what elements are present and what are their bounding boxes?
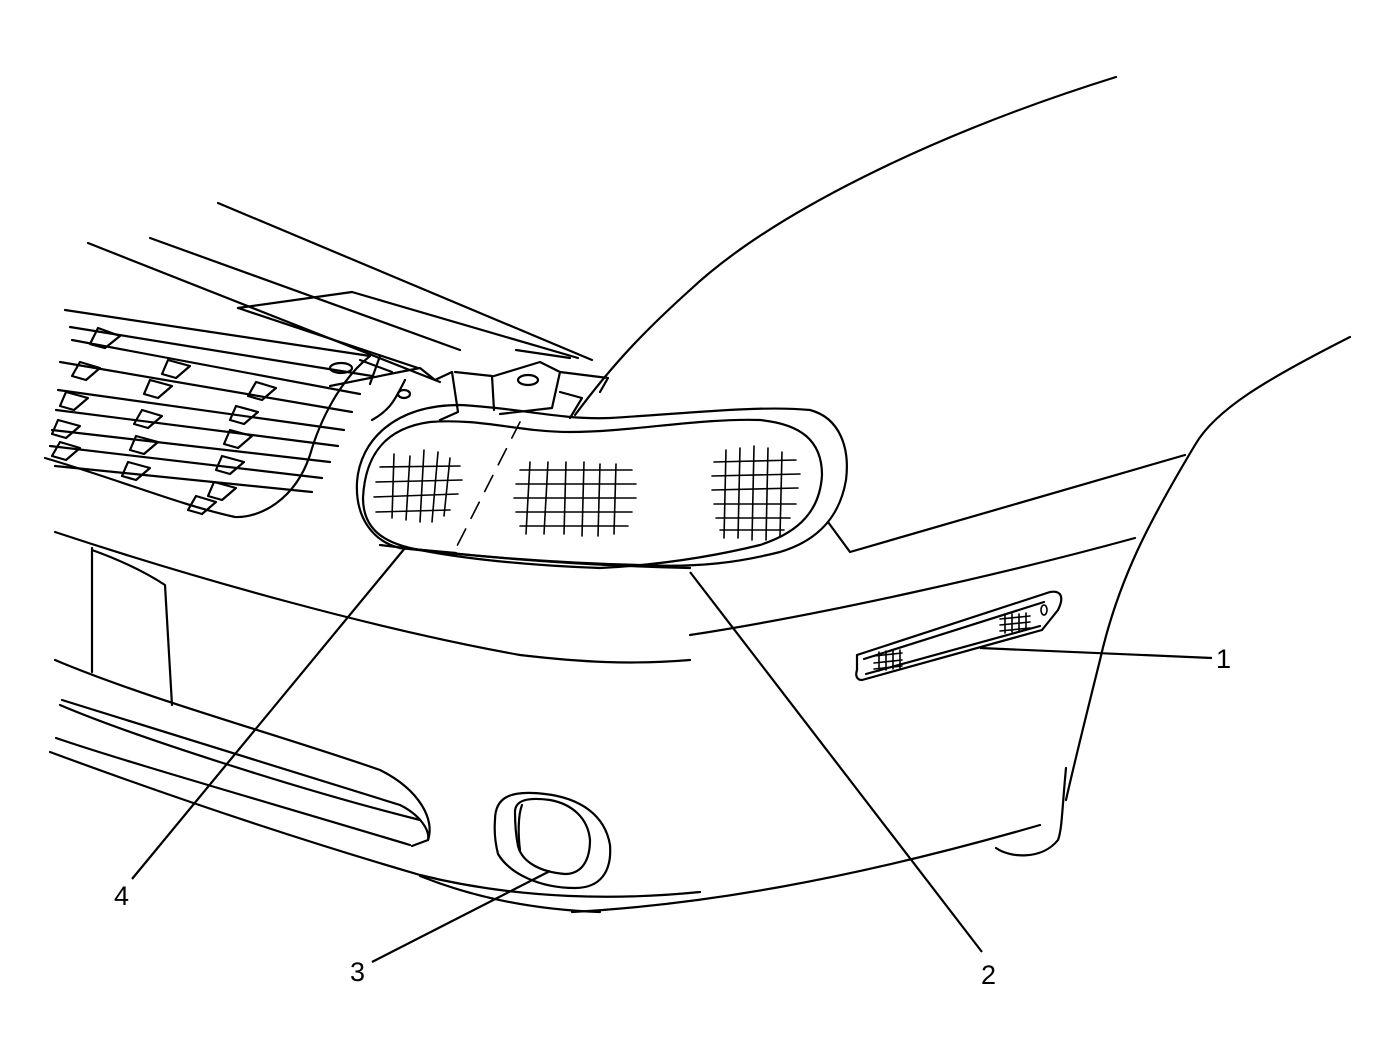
hood-lines: [86, 201, 594, 384]
lamp-mounting-bracket: [328, 348, 610, 422]
leader-line-1: [979, 646, 1213, 660]
lamp-lens-pattern: [373, 445, 801, 541]
side-marker-lamp: [855, 590, 1063, 682]
callout-label-3: 3: [350, 957, 366, 987]
headlamp-assembly: [355, 403, 848, 570]
leader-lines: [131, 547, 1213, 963]
leader-line-3: [371, 870, 551, 963]
fender-panel: [573, 75, 1352, 857]
front-bumper-fascia: [48, 530, 1042, 914]
leader-line-4: [131, 547, 406, 880]
callout-label-2: 2: [981, 960, 997, 990]
grille: [43, 308, 374, 519]
leader-line-2: [689, 571, 983, 953]
callout-label-1: 1: [1216, 644, 1232, 674]
callout-label-4: 4: [114, 881, 130, 911]
fog-lamp: [493, 791, 612, 890]
